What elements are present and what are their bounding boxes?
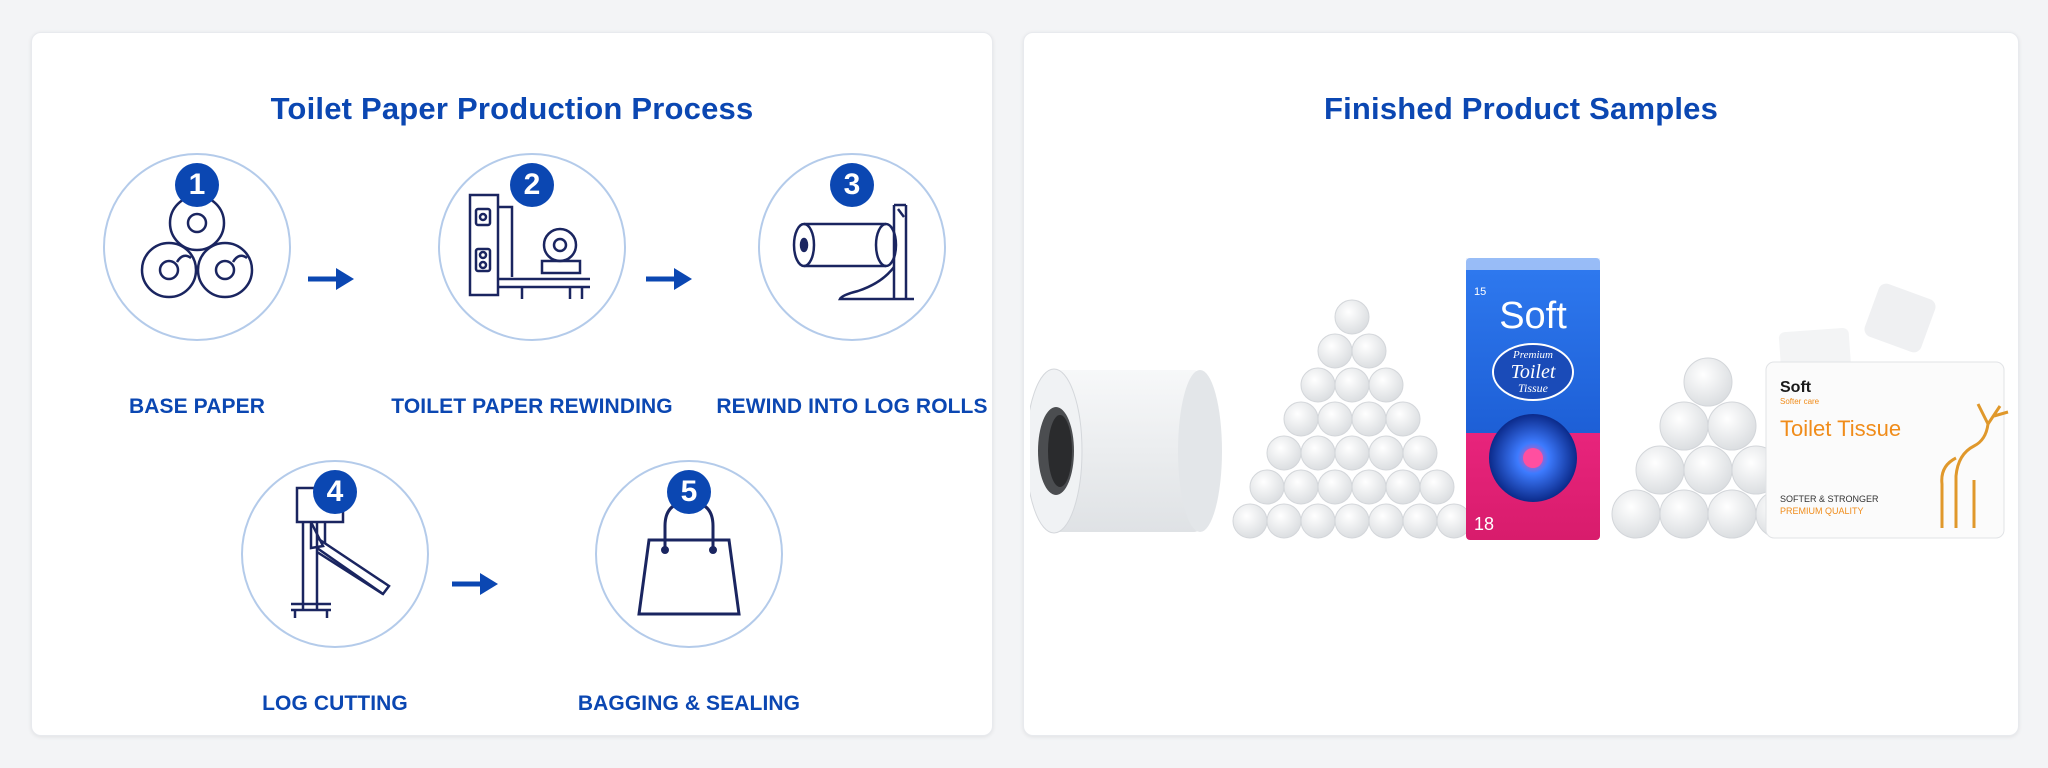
samples-title: Finished Product Samples — [1323, 91, 1719, 126]
step-1-badge: 1 — [175, 163, 219, 207]
roll — [1283, 469, 1319, 505]
roll — [1334, 503, 1370, 539]
pack2-brand: Soft — [1780, 379, 1812, 396]
step-2-badge: 2 — [510, 163, 554, 207]
product-samples-photo: 15 Soft Premium Toilet Tissue 18 Soft So… — [1030, 258, 2009, 540]
step-5-badge: 5 — [667, 470, 711, 514]
single-roll — [1030, 368, 1222, 534]
step-1: 1 BASE PAPER — [37, 133, 357, 423]
roll — [1707, 489, 1757, 539]
arrow-4-5-icon — [450, 571, 500, 597]
roll — [1317, 401, 1353, 437]
roll — [1385, 401, 1421, 437]
pack1-brand: Soft — [1499, 295, 1567, 337]
roll — [1351, 401, 1387, 437]
roll — [1659, 401, 1709, 451]
roll — [1635, 445, 1685, 495]
step-4-circle — [241, 460, 429, 648]
roll — [1300, 367, 1336, 403]
pack2-quality: PREMIUM QUALITY — [1780, 506, 1864, 516]
pack2-tagline: SOFTER & STRONGER — [1780, 494, 1879, 504]
roll — [1351, 333, 1387, 369]
roll — [1436, 503, 1472, 539]
step-4-label: LOG CUTTING — [262, 692, 408, 715]
roll — [1707, 401, 1757, 451]
rewinding-machine-icon — [468, 193, 590, 299]
process-panel: Toilet Paper Production Process 1 BASE P… — [31, 32, 993, 736]
roll — [1266, 503, 1302, 539]
step-5-label: BAGGING & SEALING — [577, 692, 801, 715]
log-roll-icon — [792, 203, 914, 301]
roll — [1368, 435, 1404, 471]
pack2-product: Toilet Tissue — [1780, 416, 1901, 441]
roll — [1351, 469, 1387, 505]
roll — [1402, 503, 1438, 539]
arrow-2-3-icon — [644, 266, 694, 292]
roll — [1659, 489, 1709, 539]
step-2: 2 TOILET PAPER REWINDING — [372, 133, 692, 423]
step-4-badge: 4 — [313, 470, 357, 514]
pack1-line3: Tissue — [1518, 381, 1549, 395]
roll-pyramid — [1232, 299, 1472, 539]
roll — [1232, 503, 1268, 539]
roll — [1402, 435, 1438, 471]
arrow-1-2-icon — [306, 266, 356, 292]
pack1-line1: Premium — [1512, 349, 1553, 361]
roll — [1317, 469, 1353, 505]
roll — [1368, 367, 1404, 403]
step-3-label: REWIND INTO LOG ROLLS — [716, 395, 988, 418]
roll — [1300, 503, 1336, 539]
deer-icon — [1940, 403, 2009, 528]
roll — [1611, 489, 1661, 539]
step-3-badge: 3 — [830, 163, 874, 207]
pack1-line2: Toilet — [1511, 361, 1556, 383]
pack1-count: 18 — [1474, 514, 1494, 534]
roll — [1368, 503, 1404, 539]
roll — [1419, 469, 1455, 505]
roll — [1334, 435, 1370, 471]
roll — [1683, 445, 1733, 495]
process-title: Toilet Paper Production Process — [270, 91, 754, 126]
soft-premium-pack: 15 Soft Premium Toilet Tissue 18 — [1466, 258, 1600, 540]
roll — [1683, 357, 1733, 407]
pack2-subbrand: Softer care — [1780, 397, 1820, 406]
step-4: 4 LOG CUTTING — [175, 440, 495, 730]
roll — [1249, 469, 1285, 505]
roll — [1266, 435, 1302, 471]
step-1-label: BASE PAPER — [129, 395, 265, 418]
roll — [1283, 401, 1319, 437]
roll — [1317, 333, 1353, 369]
soft-tissue-pack: Soft Softer care Toilet Tissue SOFTER & … — [1765, 283, 2009, 539]
roll — [1385, 469, 1421, 505]
roll — [1334, 367, 1370, 403]
roll — [1334, 299, 1370, 335]
step-2-label: TOILET PAPER REWINDING — [391, 395, 673, 418]
flower-icon — [1489, 414, 1577, 502]
step-3: 3 REWIND INTO LOG ROLLS — [692, 133, 1012, 423]
roll — [1300, 435, 1336, 471]
step-5: 5 BAGGING & SEALING — [529, 440, 849, 730]
pack1-count-badge: 15 — [1474, 286, 1486, 298]
